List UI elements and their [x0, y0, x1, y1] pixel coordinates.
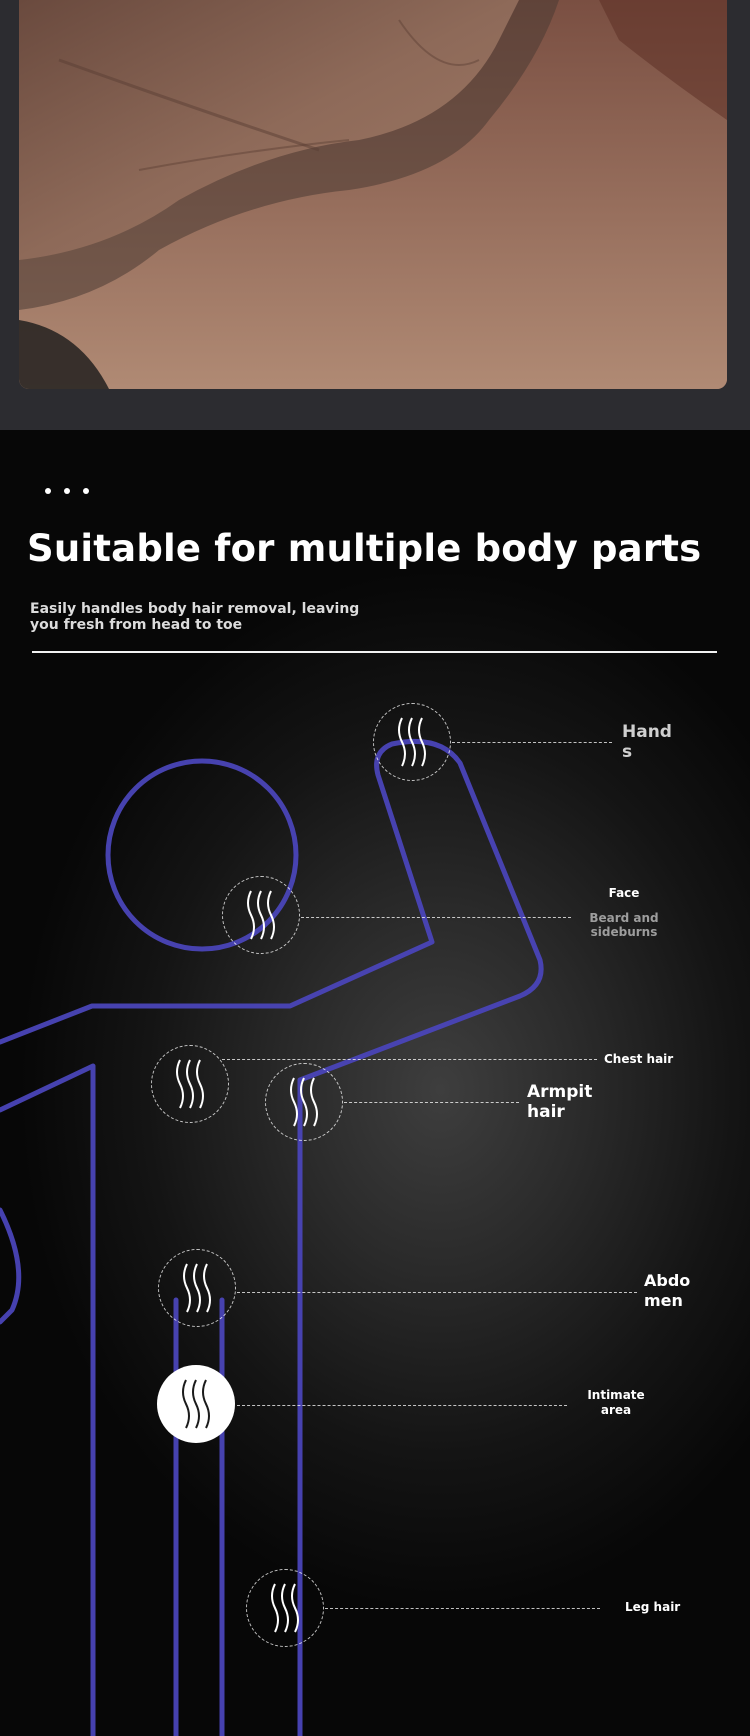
body-parts-section: Suitable for multiple body parts Easily …	[0, 430, 750, 1736]
armpit-label: Armpit hair	[527, 1082, 593, 1122]
torso-photo	[19, 0, 727, 389]
face-detail-label: Beard and sideburns	[589, 911, 659, 939]
arm-illustration	[19, 0, 727, 389]
hair-strands-icon	[176, 1059, 204, 1109]
hands-leader	[452, 742, 612, 743]
section-headline: Suitable for multiple body parts	[27, 527, 702, 570]
hands-marker	[373, 703, 451, 781]
leg-label: Leg hair	[625, 1600, 681, 1614]
hair-strands-icon	[290, 1077, 318, 1127]
divider	[32, 651, 717, 653]
abdomen-marker	[158, 1249, 236, 1327]
chest-label: Chest hair	[604, 1052, 674, 1066]
abdomen-leader	[237, 1292, 637, 1293]
dot	[45, 488, 51, 494]
hands-label: Hands	[622, 722, 672, 762]
hair-strands-icon	[271, 1583, 299, 1633]
armpit-leader	[344, 1102, 519, 1103]
hair-strands-icon	[398, 717, 426, 767]
armpit-marker	[265, 1063, 343, 1141]
intimate-label: Intimate area	[587, 1388, 645, 1417]
chest-marker	[151, 1045, 229, 1123]
face-label: Face	[608, 886, 640, 900]
dots-decoration	[45, 488, 89, 494]
hair-strands-icon	[247, 890, 275, 940]
chest-leader	[222, 1059, 597, 1060]
hair-strands-icon	[182, 1379, 210, 1429]
leg-leader	[325, 1608, 600, 1609]
abdomen-label: Abdomen	[644, 1271, 691, 1310]
dot	[83, 488, 89, 494]
section-subtitle: Easily handles body hair removal, leavin…	[30, 601, 360, 633]
top-section	[0, 0, 750, 430]
intimate-marker	[157, 1365, 235, 1443]
face-leader	[301, 917, 571, 918]
leg-marker	[246, 1569, 324, 1647]
face-marker	[222, 876, 300, 954]
hair-strands-icon	[183, 1263, 211, 1313]
intimate-leader	[237, 1405, 567, 1406]
dot	[64, 488, 70, 494]
body-figure-outline	[0, 738, 544, 1736]
